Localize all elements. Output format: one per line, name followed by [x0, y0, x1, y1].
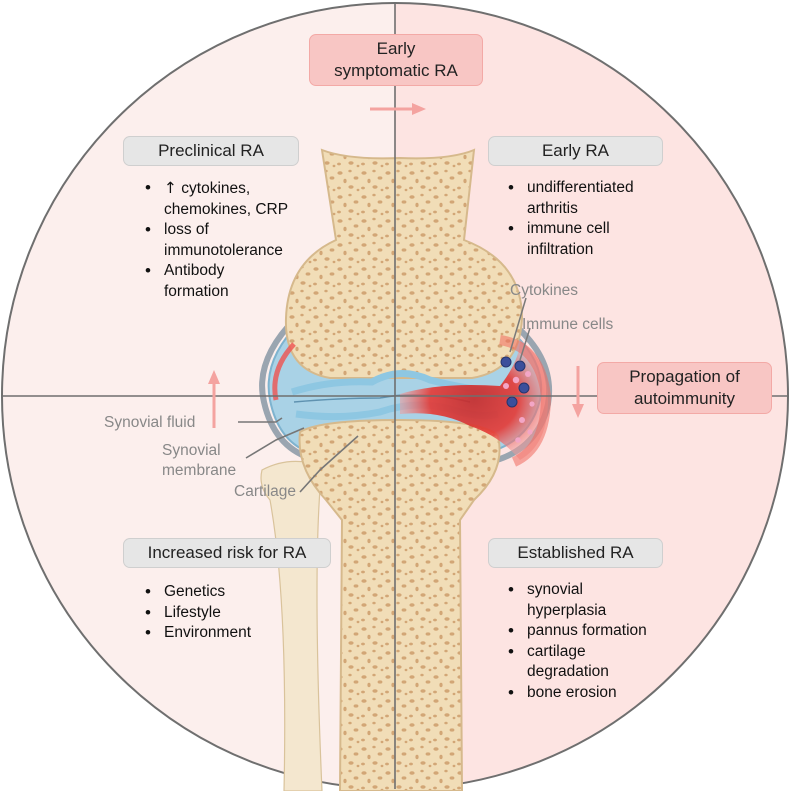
list-item: Antibody formation — [142, 261, 342, 302]
preclinical-ra-title: Preclinical RA — [123, 136, 299, 166]
femur — [284, 148, 524, 379]
list-item: ↑ cytokines, chemokines, CRP — [142, 178, 342, 220]
immune-cells-label: Immune cells — [522, 316, 614, 333]
established-ra-title: Established RA — [488, 538, 663, 568]
synovial-membrane-label: Synovial membrane — [162, 442, 237, 479]
list-item: synovial hyperplasia — [505, 580, 685, 621]
arrow-right-icon — [370, 103, 426, 115]
synovial-membrane-pointer — [245, 427, 305, 459]
preclinical-ra-list: ↑ cytokines, chemokines, CRP loss of imm… — [142, 178, 342, 302]
list-item: Environment — [142, 623, 322, 644]
up-arrow-icon: ↑ — [164, 179, 177, 197]
list-item: Lifestyle — [142, 603, 322, 624]
increased-risk-title: Increased risk for RA — [123, 538, 331, 568]
list-item: loss of immunotolerance — [142, 220, 342, 261]
cytokines-label: Cytokines — [510, 282, 579, 299]
immune-cell-cluster — [500, 356, 535, 443]
list-item: immune cell infiltration — [505, 219, 685, 260]
knee-joint-illustration — [259, 148, 552, 791]
synovial-fluid-label: Synovial fluid — [104, 414, 196, 431]
cartilage-pointer — [299, 435, 359, 493]
propagation-of-autoimmunity-box: Propagation of autoimmunity — [597, 362, 772, 414]
arrow-down-icon — [572, 366, 584, 418]
increased-risk-list: Genetics Lifestyle Environment — [142, 582, 322, 644]
left-inflammation-edge — [272, 342, 296, 401]
early-symptomatic-ra-box: Early symptomatic RA — [309, 34, 483, 86]
cartilage-label: Cartilage — [234, 483, 297, 500]
established-ra-list: synovial hyperplasia pannus formation ca… — [505, 580, 685, 703]
synovial-membrane-left — [259, 315, 312, 461]
cytokines-pointer — [509, 297, 527, 353]
synovial-fluid-pointer — [238, 417, 283, 423]
immune-cells-pointer — [519, 327, 531, 361]
list-item: pannus formation — [505, 621, 685, 642]
list-item: Genetics — [142, 582, 322, 603]
inflamed-synovium — [400, 340, 548, 460]
list-item: cartilage degradation — [505, 642, 685, 683]
arrow-up-icon — [208, 370, 220, 428]
early-ra-title: Early RA — [488, 136, 663, 166]
early-ra-list: undifferentiated arthritis immune cell i… — [505, 178, 685, 260]
list-item: bone erosion — [505, 683, 685, 704]
list-item: undifferentiated arthritis — [505, 178, 685, 219]
list-item-text: cytokines, chemokines, CRP — [164, 180, 289, 218]
